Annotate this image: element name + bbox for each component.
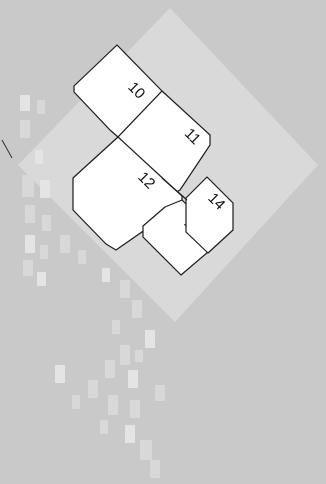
edge-mark [2,140,12,158]
